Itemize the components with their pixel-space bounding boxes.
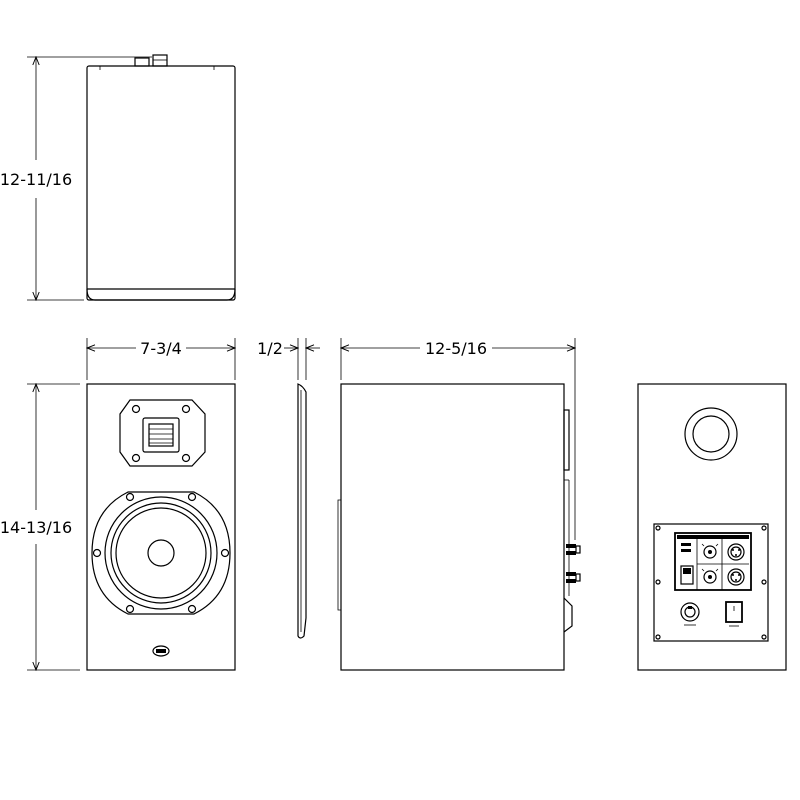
dip-switch-icon <box>681 543 691 546</box>
woofer-surround-inner <box>110 502 212 604</box>
knob-icon <box>701 568 719 584</box>
screw-icon <box>125 604 135 614</box>
front-width-label: 7-3/4 <box>140 339 182 358</box>
rear-view-outline <box>637 383 787 671</box>
tweeter-ribbon <box>148 423 174 447</box>
input-panel-header <box>677 535 749 539</box>
top-height-dimension: 12-11/16 <box>0 57 152 300</box>
screw-icon <box>220 548 230 558</box>
power-switch-icon <box>725 601 743 627</box>
screw-icon <box>131 404 141 414</box>
screw-icon <box>92 548 102 558</box>
screw-icon <box>181 453 191 463</box>
screw-icon <box>761 579 767 585</box>
grille-depth-dimension: 1/2 <box>257 338 320 380</box>
side-depth-dimension: 12-5/16 <box>341 338 575 540</box>
tweeter <box>119 399 206 467</box>
side-rear-recess <box>563 409 570 471</box>
screw-icon <box>131 453 141 463</box>
dip-switch-icon <box>681 549 691 552</box>
side-baffle-edge <box>337 499 341 611</box>
woofer-frame <box>91 491 231 615</box>
front-view <box>86 383 236 671</box>
logo-badge-icon <box>152 645 170 657</box>
screw-icon <box>187 492 197 502</box>
woofer-cone <box>115 507 207 599</box>
woofer-surround-outer <box>104 496 218 610</box>
bass-port-inner <box>692 415 730 453</box>
grille-depth-label: 1/2 <box>257 339 283 358</box>
top-terminal <box>134 57 150 67</box>
woofer-dust-cap <box>147 539 175 567</box>
grille-side-view <box>297 383 307 639</box>
side-view-outline <box>340 383 565 671</box>
front-width-dimension: 7-3/4 <box>87 338 235 380</box>
rear-view <box>637 383 787 671</box>
screw-icon <box>125 492 135 502</box>
top-height-label: 12-11/16 <box>0 170 72 189</box>
screw-icon <box>761 525 767 531</box>
screw-icon <box>655 579 661 585</box>
xlr-connector-icon <box>727 568 745 586</box>
tweeter-ribbon-frame <box>142 417 180 453</box>
woofer <box>91 491 231 615</box>
front-height-dimension: 14-13/16 <box>0 384 80 670</box>
top-knob <box>152 54 168 67</box>
top-view-front-curve <box>86 288 236 301</box>
side-connector-bottom <box>566 572 581 583</box>
top-view-outline <box>86 65 236 301</box>
input-panel <box>674 532 752 591</box>
xlr-connector-icon <box>727 543 745 561</box>
knob-icon <box>701 543 719 559</box>
front-view-outline <box>86 383 236 671</box>
screw-icon <box>761 634 767 640</box>
selector-switch-icon <box>680 565 694 585</box>
tweeter-plate <box>119 399 206 467</box>
screw-icon <box>181 404 191 414</box>
bass-port-outer <box>684 407 738 461</box>
top-view <box>86 54 236 301</box>
selector-switch-lever <box>683 568 691 574</box>
side-switch <box>563 597 573 633</box>
amp-plate-outline <box>653 523 769 642</box>
screw-icon <box>655 525 661 531</box>
grille-profile <box>297 383 307 639</box>
screw-icon <box>187 604 197 614</box>
screw-icon <box>655 634 661 640</box>
side-depth-label: 12-5/16 <box>425 339 487 358</box>
side-view <box>337 383 581 671</box>
side-connector-top <box>566 544 581 555</box>
front-height-label: 14-13/16 <box>0 518 72 537</box>
amp-plate <box>653 523 769 642</box>
power-inlet-icon <box>680 602 700 626</box>
